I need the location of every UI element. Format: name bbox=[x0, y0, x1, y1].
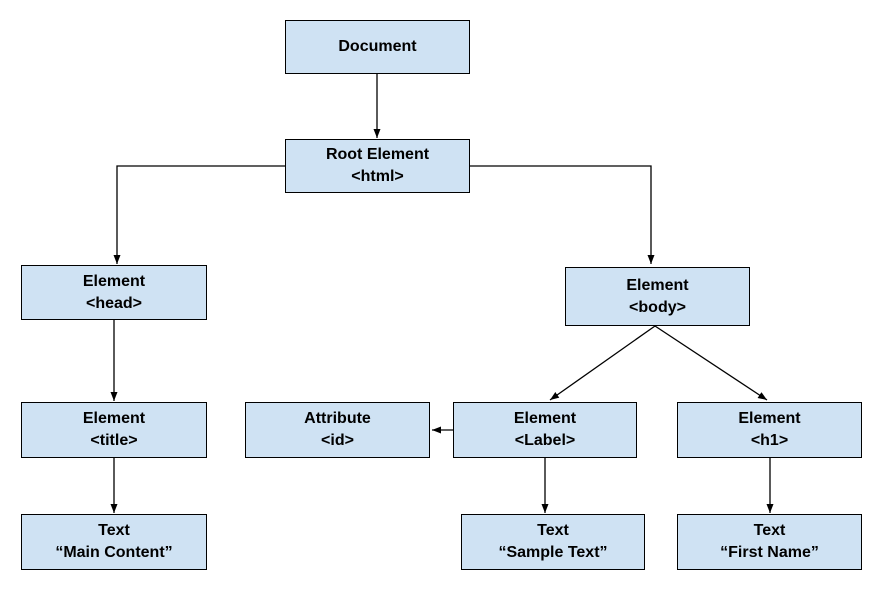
node-label: Document bbox=[338, 38, 417, 55]
node-tag: <head> bbox=[85, 294, 143, 312]
node-attribute-id: Attribute <id> bbox=[245, 402, 430, 458]
node-label: Attribute bbox=[304, 410, 371, 427]
node-value: “Main Content” bbox=[55, 544, 173, 561]
node-label: Element bbox=[513, 410, 577, 427]
node-label: Element bbox=[626, 276, 689, 294]
node-document: Document bbox=[285, 20, 470, 74]
node-tag: <Label> bbox=[514, 432, 576, 449]
node-value: “First Name” bbox=[720, 544, 819, 561]
node-root-element-html: Root Element <html> bbox=[285, 139, 470, 193]
node-element-body: Element <body> bbox=[565, 267, 750, 326]
node-element-head: Element <head> bbox=[21, 265, 207, 320]
node-label: Root Element bbox=[325, 146, 430, 163]
edge-body-to-h1 bbox=[654, 325, 768, 401]
node-tag: <body> bbox=[629, 298, 686, 316]
node-label: Element bbox=[738, 410, 801, 427]
node-tag: <id> bbox=[321, 432, 354, 449]
node-value: “Sample Text” bbox=[498, 544, 608, 561]
node-text-main-content: Text “Main Content” bbox=[21, 514, 207, 570]
node-label: Element bbox=[82, 410, 146, 427]
node-text-sample-text: Text “Sample Text” bbox=[461, 514, 645, 570]
node-element-h1: Element <h1> bbox=[677, 402, 862, 458]
node-tag: <h1> bbox=[750, 432, 789, 449]
node-tag: <title> bbox=[90, 432, 138, 449]
node-label: Text bbox=[537, 522, 569, 539]
node-label: Text bbox=[98, 522, 130, 539]
node-element-label: Element <Label> bbox=[453, 402, 637, 458]
edge-body-to-label bbox=[549, 325, 656, 401]
node-tag: <html> bbox=[351, 168, 404, 185]
node-label: Element bbox=[82, 272, 146, 290]
node-element-title: Element <title> bbox=[21, 402, 207, 458]
edge-root-to-head bbox=[113, 165, 285, 264]
node-label: Text bbox=[753, 522, 786, 539]
node-text-first-name: Text “First Name” bbox=[677, 514, 862, 570]
edge-root-to-body bbox=[470, 165, 655, 264]
